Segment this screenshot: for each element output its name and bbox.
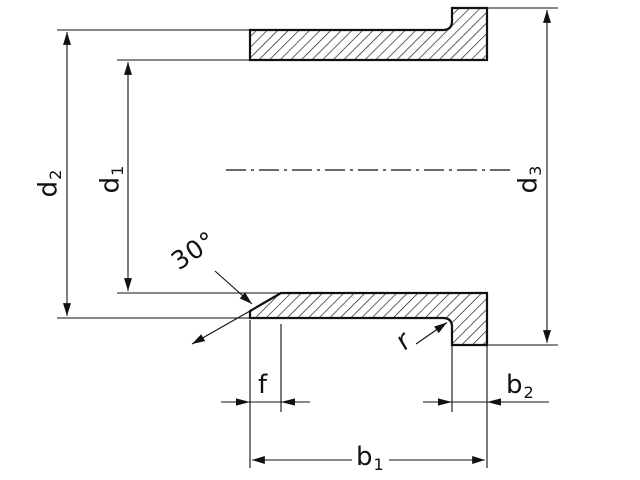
label-b1-sub: 1 xyxy=(373,454,385,474)
chamfer-extension-line xyxy=(191,310,251,345)
bushing-section xyxy=(248,6,489,347)
label-d2: d2 xyxy=(33,169,65,198)
dimension-lines xyxy=(63,9,551,464)
label-d1: d1 xyxy=(95,165,127,194)
label-d3: d3 xyxy=(513,165,545,194)
small-dim-arrowheads xyxy=(236,398,501,406)
arrow-b2-right xyxy=(487,398,501,406)
label-b2-base: b xyxy=(506,370,524,400)
label-d2-sub: 2 xyxy=(46,168,66,180)
label-d1-base: d xyxy=(95,175,126,194)
label-d1-sub: 1 xyxy=(108,164,128,176)
label-d3-base: d xyxy=(513,175,544,194)
leader-lines xyxy=(191,270,448,345)
label-b1-base: b xyxy=(356,442,374,472)
leader-fillet-radius xyxy=(415,322,448,345)
label-b2: b2 xyxy=(506,370,535,400)
lower-wall-section xyxy=(248,291,489,347)
arrow-f-left xyxy=(236,398,250,406)
label-b2-sub: 2 xyxy=(523,382,535,402)
label-d3-sub: 3 xyxy=(526,164,546,176)
label-f-text: f xyxy=(258,370,269,400)
label-b1: b1 xyxy=(352,442,389,472)
upper-wall-section xyxy=(248,6,489,62)
extension-lines xyxy=(57,7,558,468)
leader-chamfer-angle xyxy=(214,270,253,305)
arrow-f-right xyxy=(281,398,295,406)
label-d2-base: d xyxy=(33,179,64,198)
label-f: f xyxy=(258,372,268,398)
arrow-b2-left xyxy=(438,398,452,406)
